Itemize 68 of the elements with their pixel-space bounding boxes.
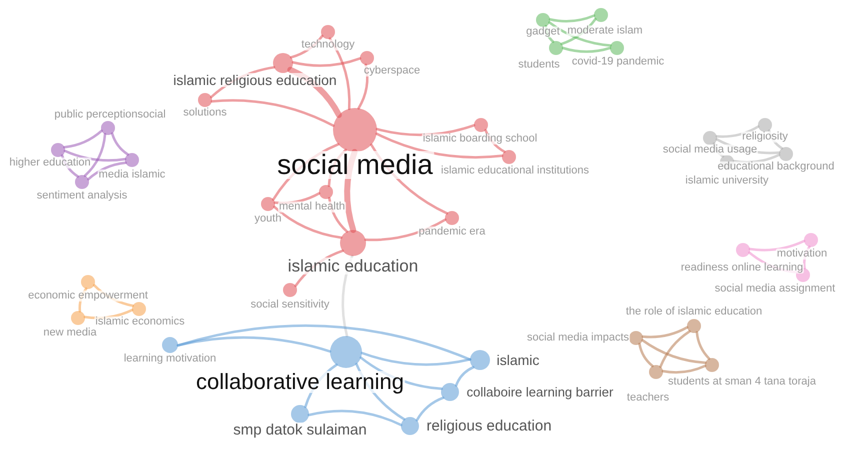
link-line — [290, 34, 324, 59]
link-line — [712, 142, 724, 158]
link-line — [642, 326, 688, 338]
link-line — [328, 196, 348, 233]
keyword-label: technology — [300, 40, 356, 50]
keyword-label: the role of islamic education — [624, 306, 764, 318]
keyword-label: motivation — [776, 248, 828, 260]
keyword-label: media islamic — [98, 170, 166, 180]
link-line — [87, 162, 127, 180]
keyword-label: islamic educational institutions — [440, 166, 590, 176]
keyword-label: islamic education — [286, 258, 420, 274]
keyword-label: educational background — [716, 162, 836, 172]
link-line — [562, 46, 612, 53]
keyword-label: social media — [276, 151, 434, 179]
link-line — [696, 331, 710, 360]
keyword-label: new media — [42, 328, 98, 338]
keyword-label: solutions — [182, 108, 228, 118]
keyword-label: islamic economics — [94, 316, 186, 328]
link-line — [638, 342, 654, 368]
keyword-label: islamic — [496, 353, 540, 367]
keyword-label: social sensitivity — [250, 300, 330, 310]
keyword-label: collaborative learning — [195, 371, 405, 393]
link-line — [548, 14, 596, 22]
link-line — [176, 324, 472, 361]
keyword-label: sentiment analysis — [36, 190, 128, 202]
link-line — [292, 57, 362, 67]
keyword-label: students at sman 4 tana toraja — [667, 376, 817, 388]
link-line — [659, 330, 691, 368]
keyword-label: youth — [254, 214, 282, 224]
keyword-label: higher education — [8, 158, 92, 168]
keyword-label: social media assignment — [714, 284, 836, 294]
link-line — [560, 18, 597, 46]
keyword-label: islamic university — [684, 176, 770, 186]
keyword-label: social media usage — [662, 144, 758, 156]
link-line — [110, 132, 130, 156]
keyword-label: public perceptionsocial — [53, 110, 167, 120]
link-line — [63, 130, 103, 148]
keyword-label: cyberspace — [362, 66, 422, 76]
link-line — [416, 396, 444, 422]
keyword-label: islamic boarding school — [422, 134, 538, 144]
link-line — [802, 246, 811, 270]
keyword-label: collaboire learning barrier — [466, 386, 614, 398]
link-line — [360, 352, 472, 366]
keyword-label: smp datok sulaiman — [232, 422, 368, 438]
keyword-label: students — [517, 60, 561, 70]
link-line — [454, 366, 474, 387]
keyword-label: teachers — [626, 392, 670, 404]
link-line — [328, 148, 347, 187]
keyword-label: moderate islam — [566, 26, 644, 36]
keyword-label: covid-19 pandemic — [570, 56, 666, 68]
link-line — [60, 154, 80, 178]
keyword-label: religiosity — [741, 132, 789, 142]
link-line — [308, 410, 402, 426]
keyword-label: social media impacts — [526, 332, 630, 344]
link-line — [768, 129, 784, 150]
keyword-label: economic empowerment — [27, 290, 149, 302]
keyword-label: islamic religious education — [172, 73, 338, 87]
link-line — [210, 99, 335, 127]
keyword-label: readiness online learning — [680, 262, 804, 274]
link-line — [78, 287, 88, 313]
keyword-label: learning motivation — [122, 354, 218, 364]
keyword-label: pandemic era — [418, 226, 486, 238]
link-line — [484, 129, 506, 153]
link-line — [641, 339, 707, 364]
keyword-label: religious education — [425, 418, 553, 434]
keyword-label: mental health — [278, 202, 346, 212]
link-line — [662, 364, 706, 374]
keyword-label: gadget — [525, 26, 561, 38]
